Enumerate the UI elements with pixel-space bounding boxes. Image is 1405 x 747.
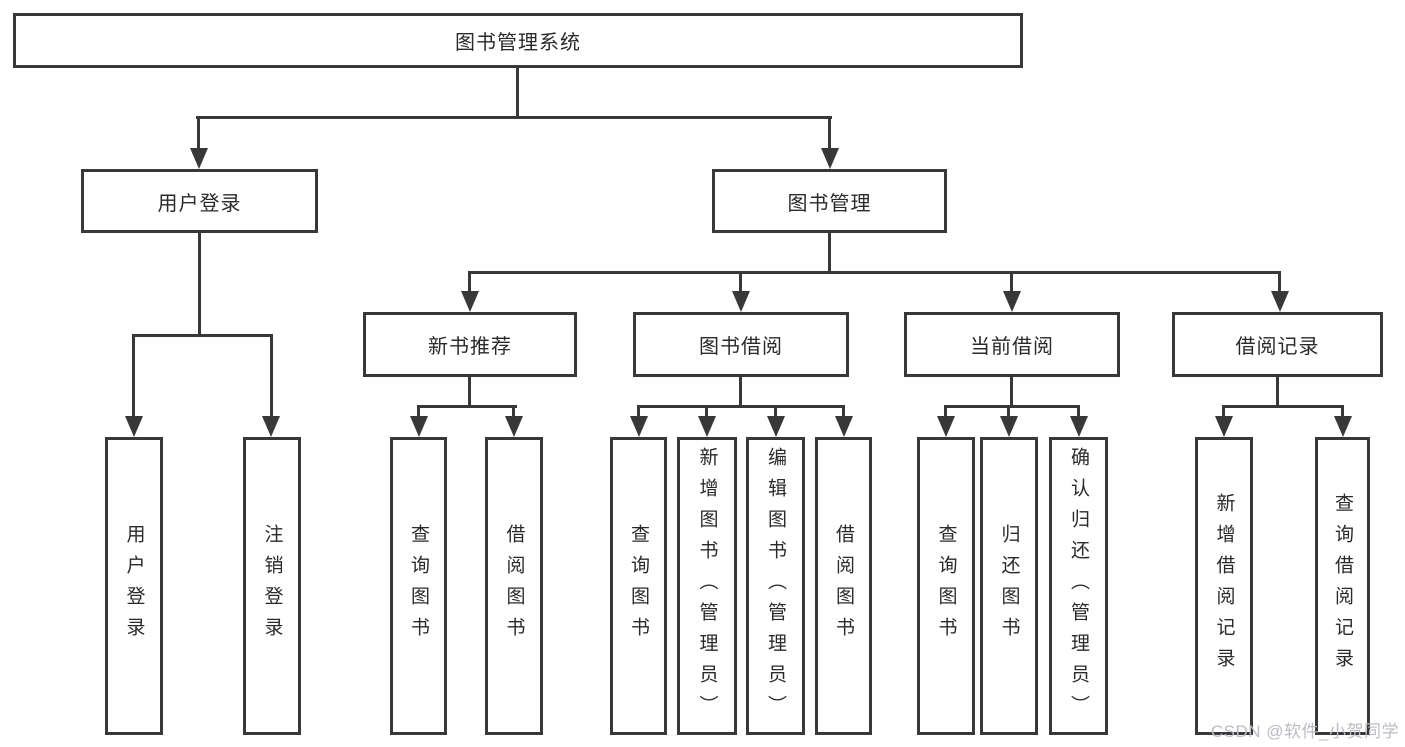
connector-line [132,334,135,419]
connector-line [417,405,517,408]
leaf-query-books-recommend-label: 查询图书 [408,524,429,648]
leaf-return-books: 归还图书 [980,437,1038,735]
arrow-down-icon [1000,416,1018,437]
connector-line [270,334,273,419]
arrow-down-icon [262,416,280,437]
connector-line [842,405,845,419]
connector-line [944,405,1080,408]
arrow-down-icon [505,416,523,437]
leaf-return-books-label: 归还图书 [998,524,1020,648]
connector-line [1341,405,1344,419]
node-current-borrowing-label: 当前借阅 [970,336,1054,358]
leaf-query-books-borrowing: 查询图书 [610,437,667,735]
node-new-book-recommend-label: 新书推荐 [428,336,512,358]
leaf-add-books-admin-label: 新增图书（管理员） [696,446,718,726]
connector-line [944,405,947,419]
connector-line [739,377,742,408]
node-user-login-label: 用户登录 [157,192,242,215]
connector-line [468,377,471,408]
node-book-borrowing: 图书借阅 [633,312,849,377]
arrow-down-icon [1271,291,1289,312]
connector-line [516,66,519,118]
arrow-down-icon [125,416,143,437]
leaf-add-books-admin: 新增图书（管理员） [677,437,737,735]
leaf-edit-books-admin-label: 编辑图书（管理员） [765,446,786,726]
leaf-borrow-books-recommend: 借阅图书 [485,437,543,735]
leaf-edit-books-admin: 编辑图书（管理员） [746,437,805,735]
connector-line [512,405,515,419]
arrow-down-icon [1215,416,1233,437]
arrow-down-icon [630,416,648,437]
connector-line [1077,405,1080,419]
leaf-query-books-recommend: 查询图书 [390,437,447,735]
leaf-query-books-current: 查询图书 [917,437,975,735]
connector-line [417,405,420,419]
connector-line [1276,377,1279,408]
arrow-down-icon [937,416,955,437]
leaf-query-books-current-label: 查询图书 [935,524,957,648]
node-borrowing-records: 借阅记录 [1172,312,1383,377]
arrow-down-icon [821,148,839,169]
leaf-borrow-books-recommend-label: 借阅图书 [503,524,525,648]
leaf-confirm-return-admin-label: 确认归还（管理员） [1068,446,1089,726]
leaf-query-books-borrowing-label: 查询图书 [628,524,649,648]
connector-line [774,405,777,419]
arrow-down-icon [698,416,716,437]
connector-line [1222,405,1344,408]
node-book-borrowing-label: 图书借阅 [699,336,783,358]
node-book-management-label: 图书管理 [787,192,872,215]
connector-line [196,116,832,119]
leaf-borrow-books-borrowing: 借阅图书 [815,437,872,735]
connector-line [468,271,1281,274]
arrow-down-icon [767,416,785,437]
connector-line [828,116,831,152]
leaf-add-borrow-record-label: 新增借阅记录 [1213,493,1235,679]
csdn-watermark: CSDN @软件_小贺同学 [1210,722,1399,741]
connector-line [132,334,273,337]
connector-line [1278,271,1281,293]
arrow-down-icon [410,416,428,437]
leaf-query-borrow-record: 查询借阅记录 [1315,437,1370,735]
leaf-query-borrow-record-label: 查询借阅记录 [1332,493,1353,679]
leaf-logout: 注销登录 [243,437,301,735]
arrow-down-icon [1003,291,1021,312]
node-new-book-recommend: 新书推荐 [363,312,577,377]
arrow-down-icon [1334,416,1352,437]
leaf-borrow-books-borrowing-label: 借阅图书 [833,524,854,648]
connector-line [739,271,742,293]
arrow-down-icon [1070,416,1088,437]
connector-line [1010,377,1013,408]
node-library-system: 图书管理系统 [13,13,1023,68]
connector-line [197,116,200,152]
leaf-logout-label: 注销登录 [261,524,283,648]
connector-line [1007,405,1010,419]
leaf-add-borrow-record: 新增借阅记录 [1195,437,1253,735]
leaf-user-login: 用户登录 [105,437,163,735]
connector-line [468,271,471,293]
connector-line [637,405,845,408]
arrow-down-icon [732,291,750,312]
arrow-down-icon [835,416,853,437]
connector-line [1010,271,1013,293]
arrow-down-icon [190,148,208,169]
leaf-user-login-label: 用户登录 [123,524,145,648]
node-user-login: 用户登录 [81,169,318,233]
connector-line [637,405,640,419]
connector-line [705,405,708,419]
connector-line [828,233,831,274]
node-borrowing-records-label: 借阅记录 [1235,336,1320,358]
connector-line [198,233,201,337]
arrow-down-icon [461,291,479,312]
connector-line [1222,405,1225,419]
leaf-confirm-return-admin: 确认归还（管理员） [1049,437,1108,735]
node-current-borrowing: 当前借阅 [904,312,1120,377]
node-book-management: 图书管理 [712,169,947,233]
node-library-system-label: 图书管理系统 [455,32,581,54]
